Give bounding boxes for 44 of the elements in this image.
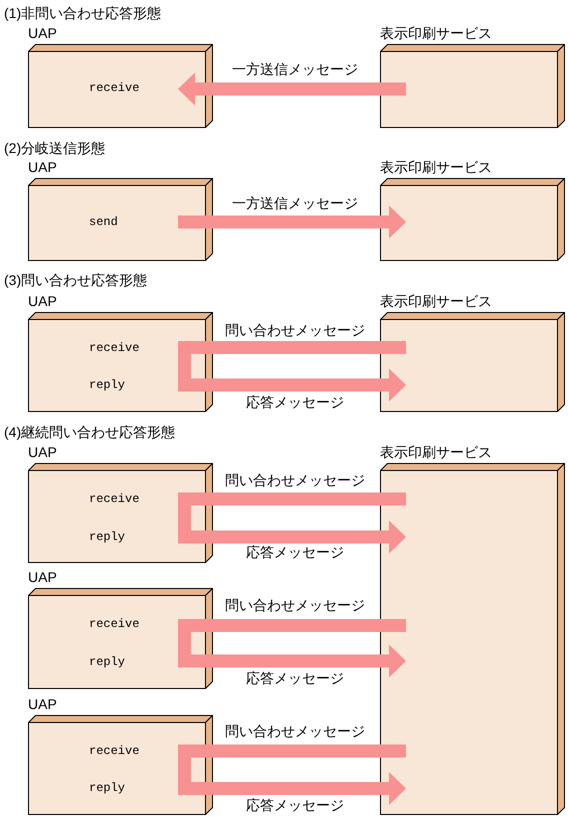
edge-label: 問い合わせメッセージ (224, 723, 366, 739)
box-heading: UAP (28, 696, 57, 712)
operation-name: send (89, 215, 118, 229)
connector (178, 492, 406, 518)
section-heading: (2)分岐送信形態 (4, 140, 106, 156)
arrow (178, 366, 406, 402)
edge-label: 応答メッセージ (245, 797, 345, 813)
edge-label: 応答メッセージ (245, 670, 345, 686)
box-heading: 表示印刷サービス (380, 25, 492, 41)
box-heading: 表示印刷サービス (380, 293, 492, 309)
arrow (178, 206, 406, 238)
box-heading: UAP (28, 569, 57, 585)
box-heading: UAP (28, 25, 57, 41)
operation-name: reply (89, 781, 126, 795)
arrow (178, 643, 406, 678)
arrow (178, 72, 406, 106)
operation-name: reply (89, 378, 126, 392)
section-heading: (1)非問い合わせ応答形態 (4, 5, 162, 21)
box-heading: UAP (28, 444, 57, 460)
operation-name: receive (89, 617, 140, 631)
arrow (178, 518, 406, 554)
edge-label: 一方送信メッセージ (231, 61, 359, 77)
edge-label: 応答メッセージ (245, 544, 345, 560)
operation-name: reply (89, 530, 126, 544)
connector (178, 619, 406, 643)
edge-label: 問い合わせメッセージ (224, 472, 366, 488)
box-heading: 表示印刷サービス (380, 159, 492, 175)
operation-name: receive (89, 341, 140, 355)
box-heading: UAP (28, 159, 57, 175)
section-heading: (3)問い合わせ応答形態 (4, 272, 148, 288)
connector (178, 341, 406, 366)
edge-label: 問い合わせメッセージ (224, 322, 366, 338)
edge-label: 問い合わせメッセージ (224, 597, 366, 613)
operation-name: reply (89, 655, 126, 669)
edge-label: 一方送信メッセージ (231, 195, 359, 211)
operation-name: receive (89, 81, 140, 95)
operation-name: receive (89, 492, 140, 506)
section-heading: (4)継続問い合わせ応答形態 (4, 424, 176, 440)
box-heading: UAP (28, 293, 57, 309)
connector (178, 744, 406, 770)
arrow (178, 770, 406, 805)
box-heading: 表示印刷サービス (380, 444, 492, 460)
operation-name: receive (89, 744, 140, 758)
edge-label: 応答メッセージ (245, 394, 345, 410)
